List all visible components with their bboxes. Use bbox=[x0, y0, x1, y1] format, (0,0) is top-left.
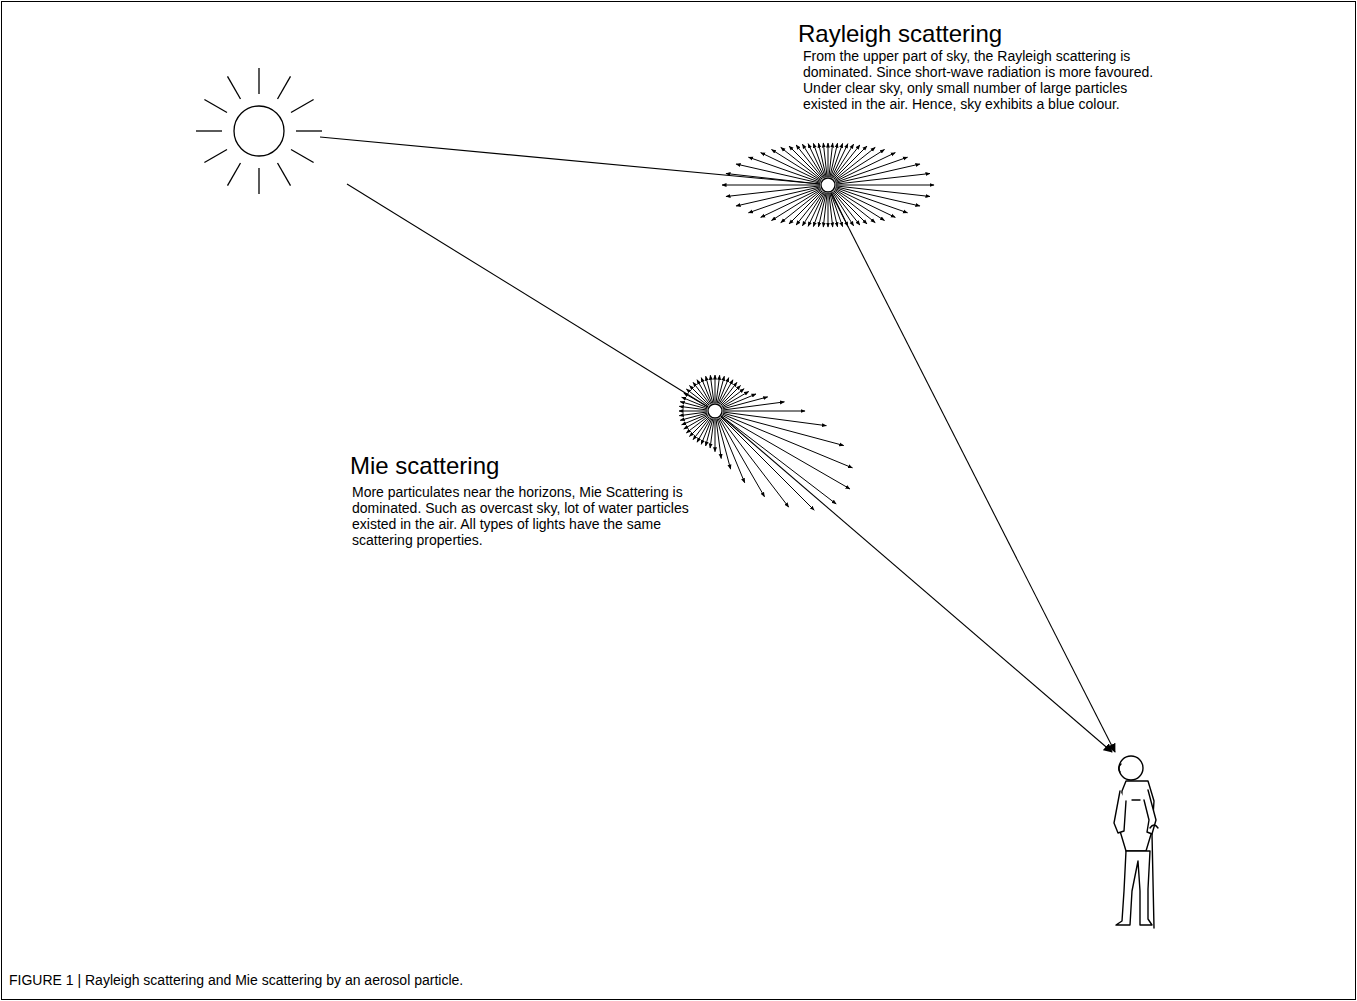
shirt-pocket bbox=[1132, 799, 1140, 800]
scatter-ray bbox=[715, 419, 716, 452]
scatter-ray bbox=[796, 145, 823, 179]
scatter-ray bbox=[834, 190, 875, 223]
scatter-ray bbox=[830, 193, 838, 227]
note-text: More particulates near the horizons, Mie… bbox=[352, 484, 714, 548]
section-heading: Mie scattering bbox=[350, 452, 750, 480]
scatter-ray bbox=[836, 187, 920, 206]
mie-particle bbox=[679, 375, 852, 510]
scatter-ray bbox=[679, 412, 707, 416]
scatter-ray bbox=[721, 417, 815, 511]
sun-ray bbox=[228, 163, 241, 186]
scatter-ray bbox=[680, 402, 707, 409]
scatter-ray bbox=[781, 147, 822, 180]
scatter-ray bbox=[723, 412, 827, 426]
scatter-ray bbox=[722, 185, 820, 186]
light-rays bbox=[320, 137, 1115, 752]
scatter-ray bbox=[736, 164, 820, 183]
scatter-ray bbox=[717, 376, 724, 403]
observer-face bbox=[1119, 764, 1121, 772]
scatter-ray bbox=[802, 144, 823, 178]
sun-ray bbox=[258, 68, 259, 94]
scatter-ray bbox=[686, 389, 708, 406]
scatter-ray bbox=[720, 417, 789, 507]
note-text: From the upper part of sky, the Rayleigh… bbox=[803, 48, 1171, 112]
scatter-ray bbox=[718, 418, 745, 482]
scatter-ray bbox=[761, 189, 821, 218]
scatter-ray bbox=[723, 413, 844, 445]
scatter-ray bbox=[722, 415, 850, 489]
scatter-ray bbox=[832, 192, 853, 226]
aerosol-particle bbox=[708, 404, 722, 418]
incident-ray bbox=[347, 184, 708, 407]
scatter-ray bbox=[772, 150, 822, 181]
sun-ray bbox=[204, 150, 227, 163]
scatter-ray bbox=[836, 186, 930, 197]
scatter-ray bbox=[835, 150, 885, 181]
sun-symbol bbox=[196, 68, 322, 194]
scattered-ray bbox=[831, 193, 1115, 752]
observer-legs bbox=[1116, 851, 1152, 925]
aerosol-particle bbox=[821, 178, 835, 192]
scatter-ray bbox=[720, 382, 737, 404]
scatter-ray bbox=[772, 189, 822, 220]
scatter-ray bbox=[679, 411, 707, 412]
scatter-ray bbox=[835, 153, 895, 182]
scattered-ray bbox=[721, 416, 1112, 752]
scatter-ray bbox=[835, 189, 885, 220]
observer-figure bbox=[1114, 756, 1158, 928]
scatter-ray bbox=[726, 186, 820, 197]
scatter-ray bbox=[726, 174, 820, 185]
scatter-ray bbox=[836, 185, 934, 186]
observer-head bbox=[1119, 756, 1143, 780]
scatter-ray bbox=[828, 143, 829, 177]
walking-cane bbox=[1152, 834, 1154, 928]
sun-disc bbox=[234, 106, 284, 156]
sun-ray bbox=[291, 150, 314, 163]
sun-ray bbox=[228, 76, 241, 99]
scatter-ray bbox=[836, 164, 920, 183]
scatter-ray bbox=[835, 189, 895, 218]
sun-ray bbox=[204, 100, 227, 113]
scatter-ray bbox=[828, 193, 829, 227]
cane-handle bbox=[1150, 825, 1158, 828]
scatter-ray bbox=[682, 414, 708, 425]
scatter-ray bbox=[761, 153, 821, 182]
scatter-ray bbox=[719, 418, 765, 497]
scatter-ray bbox=[722, 392, 749, 408]
scatter-ray bbox=[706, 419, 713, 446]
scatter-ray bbox=[716, 419, 721, 459]
scatter-ray bbox=[823, 143, 827, 177]
section-heading: Rayleigh scattering bbox=[798, 20, 1218, 48]
scatter-ray bbox=[836, 174, 930, 185]
scatter-ray bbox=[723, 402, 785, 410]
sun-ray bbox=[196, 130, 222, 131]
scatter-ray bbox=[721, 416, 836, 504]
scatter-ray bbox=[722, 414, 852, 468]
sun-ray bbox=[278, 163, 291, 186]
scatter-ray bbox=[819, 143, 827, 177]
figure-caption: FIGURE 1 | Rayleigh scattering and Mie s… bbox=[9, 972, 1209, 988]
observer-arm bbox=[1114, 791, 1126, 833]
incident-ray bbox=[320, 137, 820, 184]
scatter-ray bbox=[723, 411, 805, 412]
sun-ray bbox=[278, 76, 291, 99]
scatter-ray bbox=[693, 417, 710, 439]
scatter-ray bbox=[833, 191, 860, 225]
scatter-ray bbox=[736, 187, 820, 206]
scatter-ray bbox=[829, 193, 833, 227]
scatter-ray bbox=[701, 378, 712, 404]
scatter-ray bbox=[715, 375, 716, 403]
sun-ray bbox=[291, 100, 314, 113]
rayleigh-particle bbox=[722, 143, 934, 227]
sun-ray bbox=[258, 168, 259, 194]
scatter-ray bbox=[710, 375, 714, 403]
sun-ray bbox=[296, 130, 322, 131]
